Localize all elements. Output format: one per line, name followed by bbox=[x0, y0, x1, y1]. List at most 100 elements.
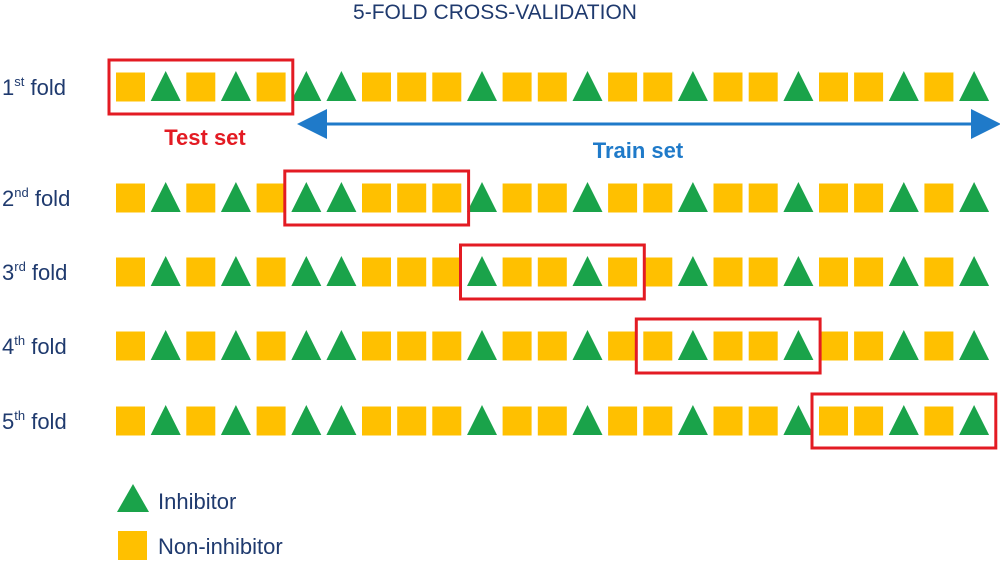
non-inhibitor-square bbox=[608, 331, 638, 361]
inhibitor-triangle bbox=[467, 71, 497, 101]
legend-item-inhibitor: Inhibitor bbox=[117, 484, 236, 514]
inhibitor-triangle bbox=[888, 256, 919, 286]
legend-item-non-inhibitor: Non-inhibitor bbox=[118, 531, 283, 560]
non-inhibitor-square bbox=[713, 331, 743, 361]
non-inhibitor-square bbox=[186, 72, 216, 102]
non-inhibitor-square bbox=[432, 406, 462, 436]
non-inhibitor-square bbox=[186, 183, 216, 213]
inhibitor-triangle bbox=[220, 182, 251, 212]
inhibitor-triangle bbox=[150, 256, 181, 286]
inhibitor-triangle bbox=[677, 256, 708, 286]
inhibitor-triangle bbox=[291, 256, 322, 286]
inhibitor-triangle bbox=[150, 330, 181, 360]
inhibitor-triangle bbox=[467, 182, 497, 212]
inhibitor-triangle bbox=[326, 405, 357, 435]
fold-label-1: 1st fold bbox=[2, 74, 66, 100]
non-inhibitor-square bbox=[854, 331, 884, 361]
fold-ordinal-suffix: st bbox=[14, 74, 25, 89]
fold-ordinal: 1 bbox=[2, 75, 14, 100]
non-inhibitor-square bbox=[713, 183, 743, 213]
inhibitor-triangle bbox=[677, 71, 708, 101]
non-inhibitor-square bbox=[713, 406, 743, 436]
inhibitor-triangle bbox=[959, 256, 990, 286]
non-inhibitor-square bbox=[256, 72, 286, 102]
non-inhibitor-square bbox=[397, 406, 427, 436]
inhibitor-triangle bbox=[959, 71, 990, 101]
non-inhibitor-square bbox=[362, 406, 391, 436]
fold-row-3: 3rd fold bbox=[2, 243, 990, 301]
inhibitor-triangle bbox=[677, 182, 708, 212]
non-inhibitor-square bbox=[502, 331, 532, 361]
non-inhibitor-square bbox=[854, 257, 884, 287]
inhibitor-triangle bbox=[220, 256, 251, 286]
legend-inhibitor-label: Inhibitor bbox=[158, 489, 236, 514]
fold-row-4: 4th fold bbox=[2, 317, 990, 375]
non-inhibitor-square bbox=[819, 257, 848, 287]
non-inhibitor-square bbox=[924, 257, 954, 287]
non-inhibitor-square bbox=[362, 331, 391, 361]
inhibitor-triangle bbox=[783, 405, 814, 435]
non-inhibitor-square bbox=[397, 331, 427, 361]
test-set-box bbox=[107, 58, 295, 116]
non-inhibitor-square bbox=[256, 257, 286, 287]
inhibitor-triangle bbox=[783, 182, 814, 212]
non-inhibitor-square bbox=[819, 331, 848, 361]
inhibitor-triangle bbox=[888, 405, 919, 435]
inhibitor-triangle bbox=[467, 330, 497, 360]
inhibitor-triangle bbox=[220, 71, 251, 101]
fold-ordinal: 5 bbox=[2, 409, 14, 434]
inhibitor-triangle bbox=[677, 330, 708, 360]
inhibitor-triangle bbox=[677, 405, 708, 435]
non-inhibitor-square bbox=[924, 331, 954, 361]
fold-label-2: 2nd fold bbox=[2, 185, 70, 211]
non-inhibitor-square bbox=[643, 406, 673, 436]
fold-ordinal-suffix: nd bbox=[14, 185, 28, 200]
non-inhibitor-square bbox=[924, 406, 954, 436]
non-inhibitor-square bbox=[186, 331, 216, 361]
non-inhibitor-square bbox=[713, 257, 743, 287]
non-inhibitor-square bbox=[748, 72, 778, 102]
inhibitor-triangle bbox=[959, 182, 990, 212]
inhibitor-triangle bbox=[220, 405, 251, 435]
inhibitor-triangle bbox=[150, 71, 181, 101]
non-inhibitor-square bbox=[502, 406, 532, 436]
fold-word: fold bbox=[25, 334, 67, 359]
fold-word: fold bbox=[29, 186, 71, 211]
non-inhibitor-square bbox=[819, 406, 848, 436]
non-inhibitor-square bbox=[362, 257, 391, 287]
non-inhibitor-square bbox=[643, 331, 673, 361]
non-inhibitor-square bbox=[819, 72, 848, 102]
non-inhibitor-square bbox=[432, 257, 462, 287]
non-inhibitor-square bbox=[186, 257, 216, 287]
inhibitor-triangle bbox=[572, 330, 603, 360]
inhibitor-triangle bbox=[888, 182, 919, 212]
test-set-label: Test set bbox=[164, 125, 246, 150]
inhibitor-triangle bbox=[326, 256, 357, 286]
non-inhibitor-square bbox=[432, 72, 462, 102]
inhibitor-triangle bbox=[783, 330, 814, 360]
inhibitor-triangle bbox=[291, 405, 322, 435]
non-inhibitor-square bbox=[537, 406, 567, 436]
inhibitor-triangle bbox=[291, 330, 322, 360]
fold-row-5: 5th fold bbox=[2, 392, 998, 450]
non-inhibitor-square bbox=[924, 183, 954, 213]
non-inhibitor-square bbox=[748, 331, 778, 361]
non-inhibitor-square bbox=[608, 257, 638, 287]
inhibitor-triangle bbox=[783, 256, 814, 286]
inhibitor-triangle bbox=[572, 256, 603, 286]
non-inhibitor-square bbox=[116, 257, 145, 287]
fold-word: fold bbox=[24, 75, 66, 100]
test-set-box bbox=[634, 317, 822, 375]
inhibitor-triangle bbox=[888, 330, 919, 360]
inhibitor-triangle bbox=[291, 71, 322, 101]
non-inhibitor-square bbox=[643, 257, 673, 287]
inhibitor-triangle bbox=[150, 182, 181, 212]
non-inhibitor-square bbox=[362, 183, 391, 213]
inhibitor-triangle bbox=[959, 330, 990, 360]
inhibitor-triangle bbox=[467, 256, 497, 286]
non-inhibitor-square bbox=[537, 331, 567, 361]
fold-row-1: 1st fold bbox=[2, 58, 990, 116]
non-inhibitor-square bbox=[643, 183, 673, 213]
inhibitor-triangle bbox=[572, 182, 603, 212]
